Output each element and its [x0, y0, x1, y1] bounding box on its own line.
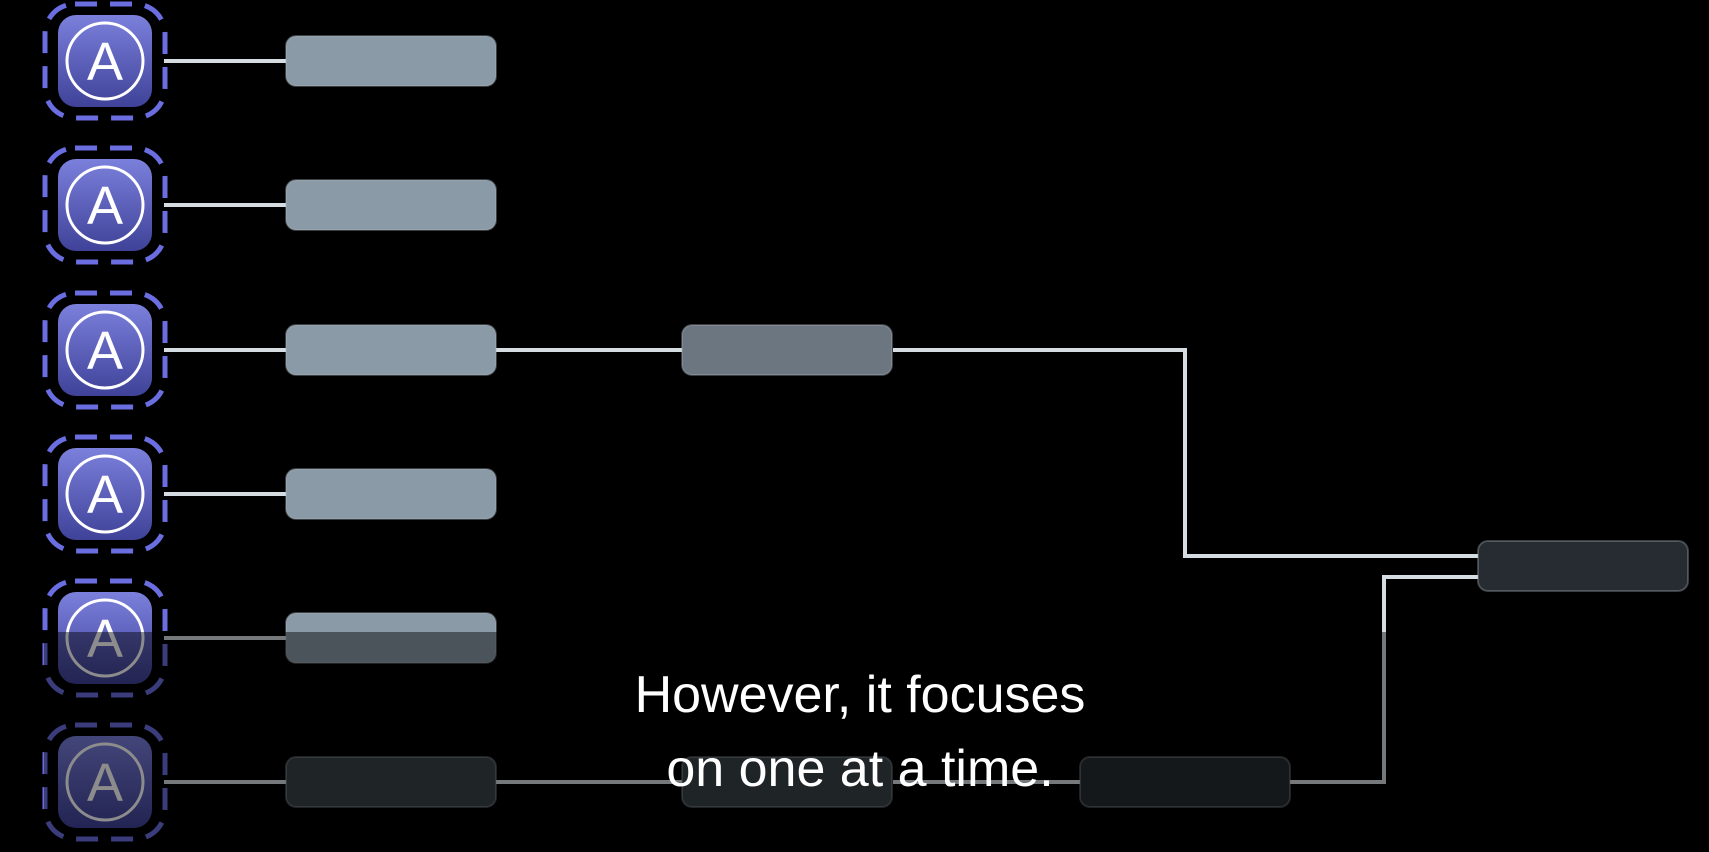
connector-lines [164, 59, 1478, 784]
agent-circle [65, 310, 145, 390]
agent-tile [58, 736, 152, 828]
caption-line-2: on one at a time. [666, 740, 1054, 798]
agent-letter: A [87, 465, 123, 525]
task-nodes [285, 35, 1689, 808]
agent-tile [58, 15, 152, 107]
agent-tile [58, 448, 152, 540]
agent-icon: A [42, 578, 168, 698]
agent-letter: A [87, 321, 123, 381]
task-node-6 [285, 756, 497, 808]
task-node-3-step-2 [681, 324, 893, 376]
agent-circle [65, 21, 145, 101]
agent-letter: A [87, 609, 123, 669]
task-node-1 [285, 35, 497, 87]
agent-icon: A [42, 1, 168, 121]
task-node-6-step-3 [1079, 756, 1291, 808]
task-node-4 [285, 468, 497, 520]
agent-icon: A [42, 434, 168, 554]
agent-circle [65, 742, 145, 822]
agent-tile [58, 592, 152, 684]
task-node-3 [285, 324, 497, 376]
task-node-6-step-2 [681, 756, 893, 808]
result-node [1477, 540, 1689, 592]
agent-icon: A [42, 290, 168, 410]
caption-line-1: However, it focuses [634, 666, 1086, 724]
agent-letter: A [87, 753, 123, 813]
agent-circle [65, 454, 145, 534]
agent-column: A A A A A A [42, 1, 168, 842]
task-node-2 [285, 179, 497, 231]
agent-letter: A [87, 176, 123, 236]
connector-lower-branch [1290, 575, 1478, 784]
agent-tile [58, 304, 152, 396]
task-node-5 [285, 612, 497, 664]
connector-upper-branch [893, 348, 1478, 558]
agent-tile [58, 159, 152, 251]
subtitle-caption: However, it focuses on one at a time. [0, 658, 1709, 806]
caption-backdrop [44, 632, 1709, 852]
agent-letter: A [87, 32, 123, 92]
agent-icon: A [42, 145, 168, 265]
agent-circle [65, 165, 145, 245]
agent-icon: A [42, 722, 168, 842]
agent-circle [65, 598, 145, 678]
